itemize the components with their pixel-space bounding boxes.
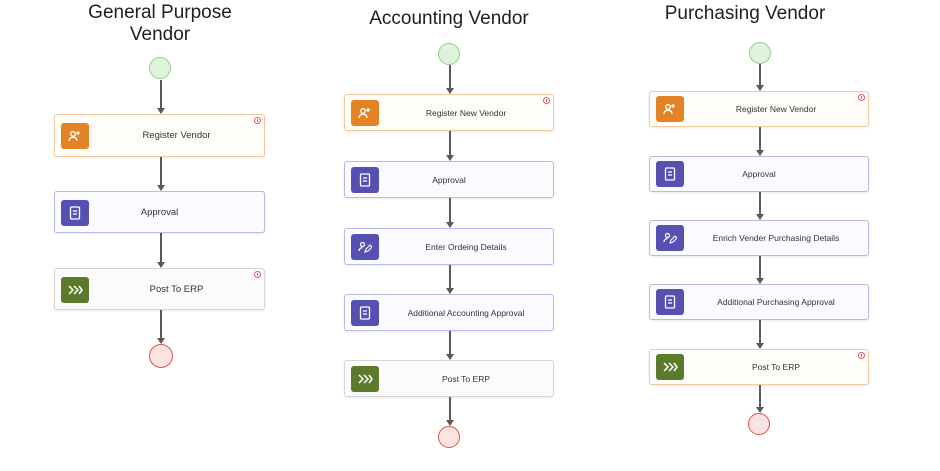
task-label: Additional Purchasing Approval [717, 297, 835, 307]
document-icon [656, 289, 684, 315]
connector-arrow [756, 127, 763, 156]
task-label: Post To ERP [751, 362, 801, 372]
forward-icon [61, 277, 89, 303]
connector-arrow [446, 65, 453, 94]
task-label: Register New Vendor [425, 107, 507, 118]
task-post-to-erp[interactable]: Post To ERP [54, 268, 265, 310]
document-icon [61, 200, 89, 226]
task-additional-accounting-approval[interactable]: Additional Accounting Approval [344, 294, 554, 331]
warning-icon [543, 97, 550, 104]
task-label: Register Vendor [142, 130, 211, 141]
document-icon [656, 161, 684, 187]
connector-arrow [446, 131, 453, 161]
end-event[interactable] [438, 426, 460, 448]
warning-icon [858, 94, 865, 101]
start-event[interactable] [149, 57, 171, 79]
connector-arrow [446, 265, 453, 294]
task-label: Post To ERP [441, 373, 491, 384]
title-line-2: Vendor [129, 24, 191, 45]
connector-arrow [157, 80, 164, 114]
edit-user-icon [351, 234, 379, 260]
connector-arrow [157, 157, 164, 191]
column-title-general-purpose: General Purpose Vendor [50, 2, 270, 46]
task-label: Post To ERP [149, 283, 204, 295]
task-register-vendor[interactable]: Register Vendor [54, 114, 265, 157]
task-register-new-vendor[interactable]: Register New Vendor [344, 94, 554, 131]
edit-user-icon [656, 225, 684, 251]
warning-icon [858, 352, 865, 359]
task-label: Additional Accounting Approval [407, 307, 525, 318]
task-approval[interactable]: Approval [344, 161, 554, 198]
task-approval[interactable]: Approval [649, 156, 869, 192]
forward-icon [351, 366, 379, 392]
user-plus-icon [656, 96, 684, 122]
task-label: Approval [742, 169, 776, 179]
task-register-new-vendor[interactable]: Register New Vendor [649, 91, 869, 127]
task-label: Approval [432, 174, 466, 185]
warning-icon [254, 271, 261, 278]
forward-icon [656, 354, 684, 380]
task-enter-ordering-details[interactable]: Enter Ordeing Details [344, 228, 554, 265]
title-line-1: Accounting Vendor [369, 8, 529, 29]
connector-arrow [756, 192, 763, 220]
task-label: Enter Ordeing Details [425, 241, 507, 252]
title-line-1: General Purpose [88, 2, 232, 23]
task-label: Approval [140, 206, 179, 218]
connector-arrow [446, 397, 453, 426]
user-plus-icon [351, 100, 379, 126]
document-icon [351, 300, 379, 326]
connector-arrow [756, 320, 763, 349]
task-label: Enrich Vender Purchasing Details [712, 233, 840, 243]
connector-arrow [446, 331, 453, 360]
task-enrich-vendor-purchasing-details[interactable]: Enrich Vender Purchasing Details [649, 220, 869, 256]
task-post-to-erp[interactable]: Post To ERP [649, 349, 869, 385]
end-event[interactable] [748, 413, 770, 435]
end-event[interactable] [149, 344, 173, 368]
task-post-to-erp[interactable]: Post To ERP [344, 360, 554, 397]
task-additional-purchasing-approval[interactable]: Additional Purchasing Approval [649, 284, 869, 320]
connector-arrow [446, 198, 453, 228]
column-title-accounting: Accounting Vendor [338, 8, 560, 30]
title-line-1: Purchasing Vendor [664, 3, 826, 24]
user-plus-icon [61, 123, 89, 149]
start-event[interactable] [749, 42, 771, 64]
column-title-purchasing: Purchasing Vendor [640, 3, 850, 25]
connector-arrow [756, 64, 763, 91]
start-event[interactable] [438, 43, 460, 65]
document-icon [351, 167, 379, 193]
task-approval[interactable]: Approval [54, 191, 265, 233]
connector-arrow [756, 256, 763, 284]
warning-icon [254, 117, 261, 124]
connector-arrow [756, 385, 763, 413]
connector-arrow [157, 310, 164, 344]
task-label: Register New Vendor [735, 104, 817, 114]
connector-arrow [157, 233, 164, 268]
